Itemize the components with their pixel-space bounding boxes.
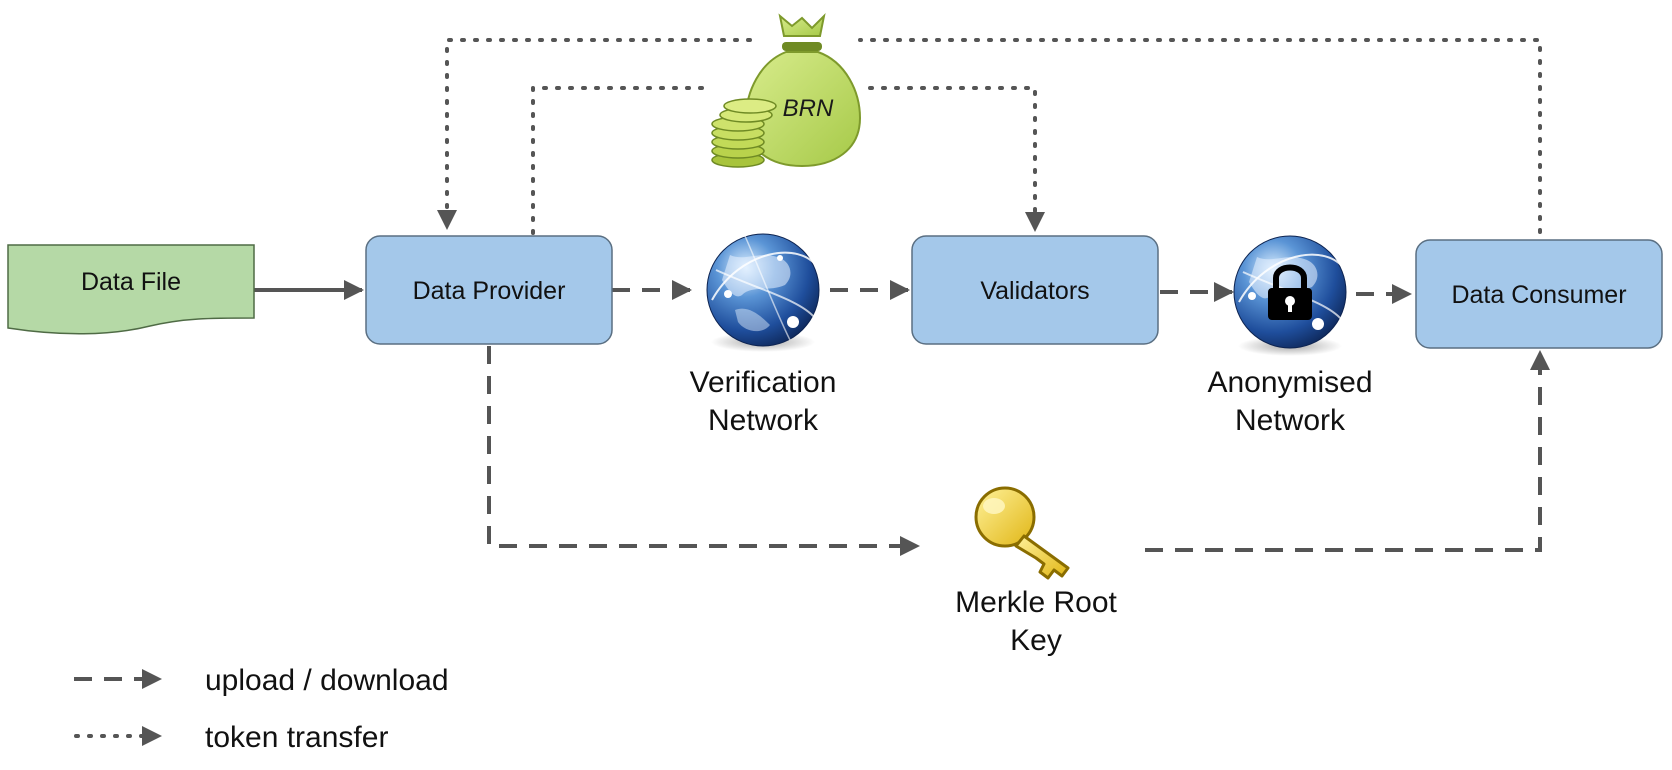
data-consumer-label: Data Consumer [1451, 281, 1626, 309]
merkle-root-key: Merkle Root Key [955, 486, 1118, 657]
data-file-shape [7, 244, 255, 335]
globe-icon [706, 233, 820, 352]
anonymised-network: Anonymised Network [1207, 235, 1373, 437]
legend-dotted-label: token transfer [205, 721, 388, 754]
data-provider-node: Data Provider [365, 235, 613, 345]
token-path-provider-to-validators [531, 86, 1035, 233]
token-bag: BRN [711, 12, 862, 168]
merkle-caption-line1: Merkle Root [955, 586, 1117, 619]
globe-lock-icon [1233, 235, 1347, 356]
token-transfer-paths [447, 38, 1542, 233]
upload-download-paths [254, 280, 1550, 556]
data-provider-box [365, 235, 613, 345]
legend: upload / download token transfer [74, 664, 449, 754]
lock-icon [1268, 264, 1312, 320]
arrow-key-to-consumer [1145, 350, 1550, 552]
anonymised-caption-line2: Network [1235, 404, 1346, 437]
token-label: BRN [783, 95, 834, 122]
token-path-consumer-to-provider [447, 38, 1542, 232]
legend-dotted: token transfer [74, 721, 388, 754]
verification-caption-line1: Verification [690, 366, 837, 399]
data-provider-label: Data Provider [413, 277, 566, 305]
validators-node: Validators [911, 235, 1159, 345]
money-bag-icon [744, 12, 862, 168]
verification-network: Verification Network [690, 233, 837, 437]
arrow-provider-to-key [487, 346, 920, 556]
validators-box [911, 235, 1159, 345]
legend-dashed-label: upload / download [205, 664, 449, 697]
data-file-node: Data File [7, 244, 255, 335]
coin-stack-icon [711, 98, 777, 168]
anonymised-caption-line1: Anonymised [1207, 366, 1372, 399]
key-icon [974, 486, 1070, 580]
data-consumer-box [1415, 239, 1663, 349]
legend-dashed: upload / download [74, 664, 449, 697]
validators-label: Validators [980, 277, 1089, 305]
data-file-label: Data File [81, 268, 181, 296]
merkle-caption-line2: Key [1010, 624, 1062, 657]
verification-caption-line2: Network [708, 404, 819, 437]
data-consumer-node: Data Consumer [1415, 239, 1663, 349]
